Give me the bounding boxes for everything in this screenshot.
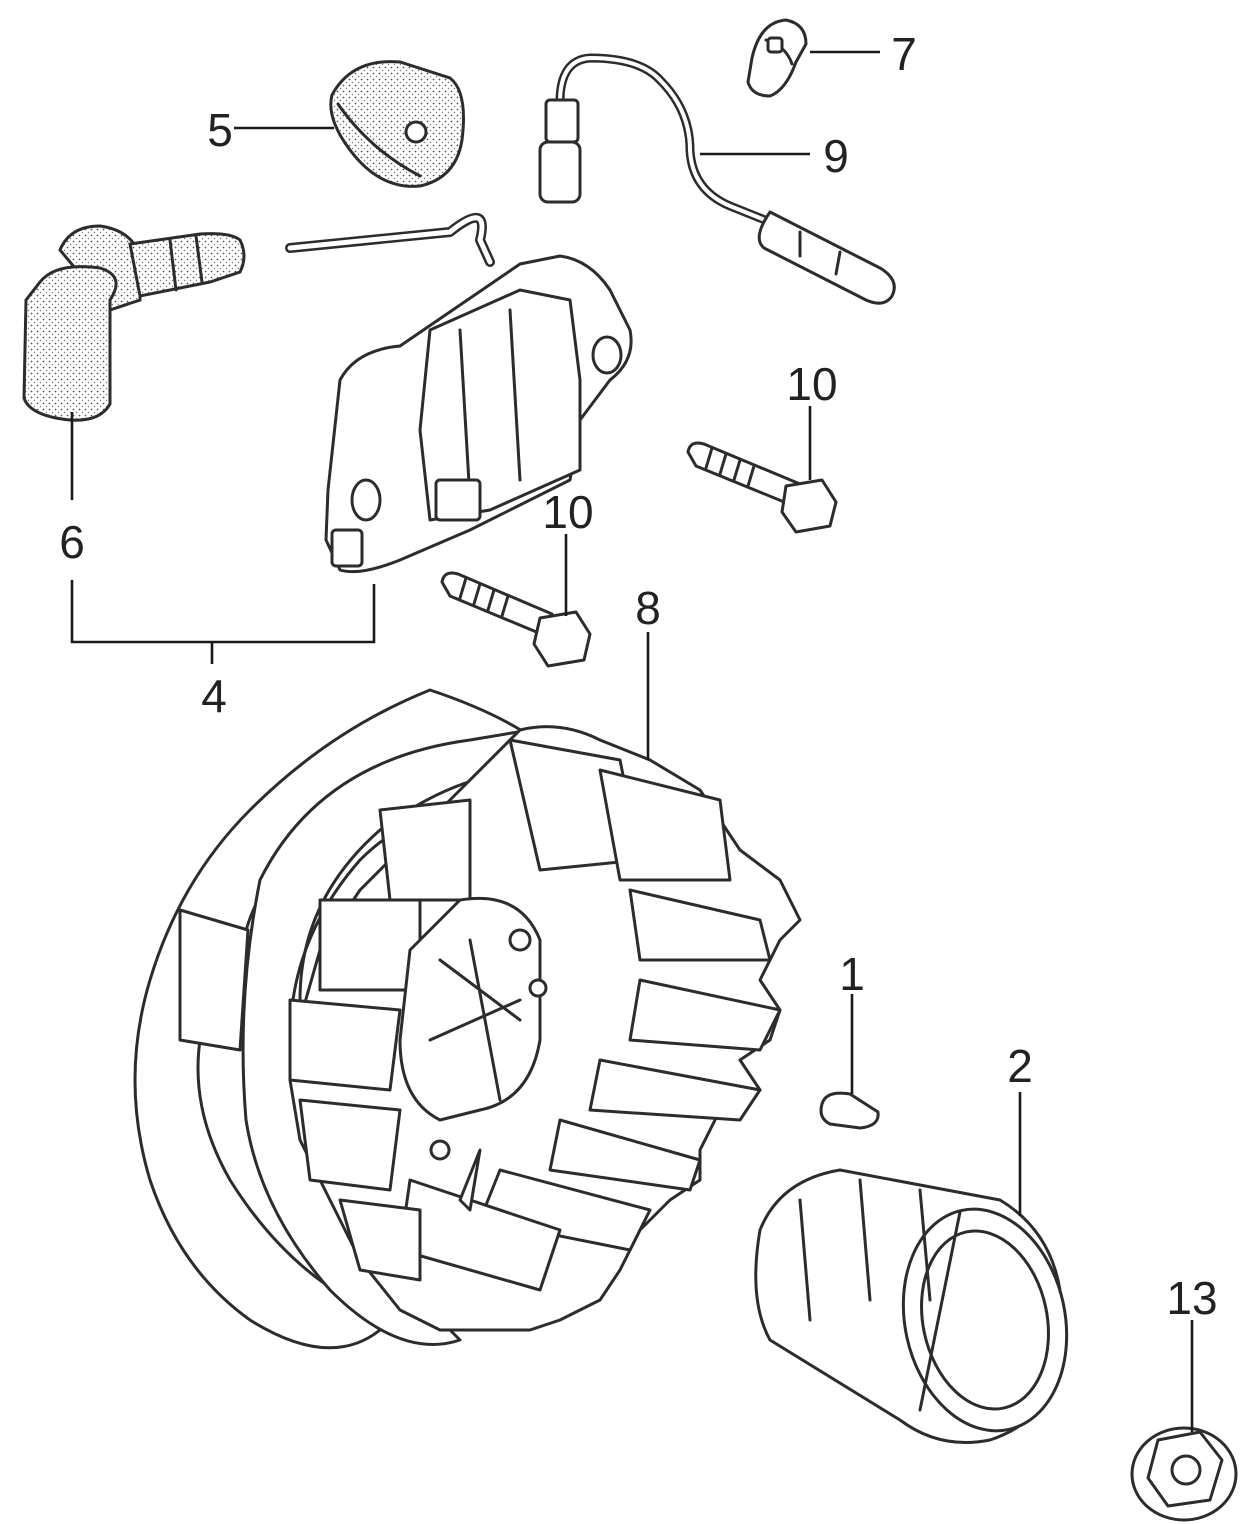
woodruff-key-icon [819, 1091, 880, 1130]
callout-10-lower: 10 [542, 486, 593, 538]
callout-10-upper: 10 [786, 358, 837, 410]
callout-7: 7 [891, 28, 917, 80]
leader-lines [70, 50, 1194, 1432]
bolt-icon [686, 441, 838, 534]
callout-6: 6 [59, 516, 85, 568]
ignition-coil-icon [285, 212, 633, 574]
callout-labels: 1 2 4 5 6 7 8 9 10 10 13 [59, 28, 1217, 1324]
coil-cover-icon [329, 60, 465, 188]
stop-wire-icon [538, 53, 896, 305]
flywheel-icon [133, 688, 802, 1350]
starter-pulley-icon [754, 1168, 1069, 1444]
callout-4: 4 [201, 670, 227, 722]
wire-clamp-icon [746, 18, 808, 98]
callout-1: 1 [839, 948, 865, 1000]
callout-8: 8 [635, 582, 661, 634]
spark-plug-cap-icon [22, 224, 246, 422]
callout-9: 9 [823, 130, 849, 182]
callout-13: 13 [1166, 1272, 1217, 1324]
bolt-icon [440, 571, 592, 668]
flange-nut-icon [1130, 1426, 1238, 1522]
callout-2: 2 [1007, 1040, 1033, 1092]
callout-5: 5 [207, 104, 233, 156]
